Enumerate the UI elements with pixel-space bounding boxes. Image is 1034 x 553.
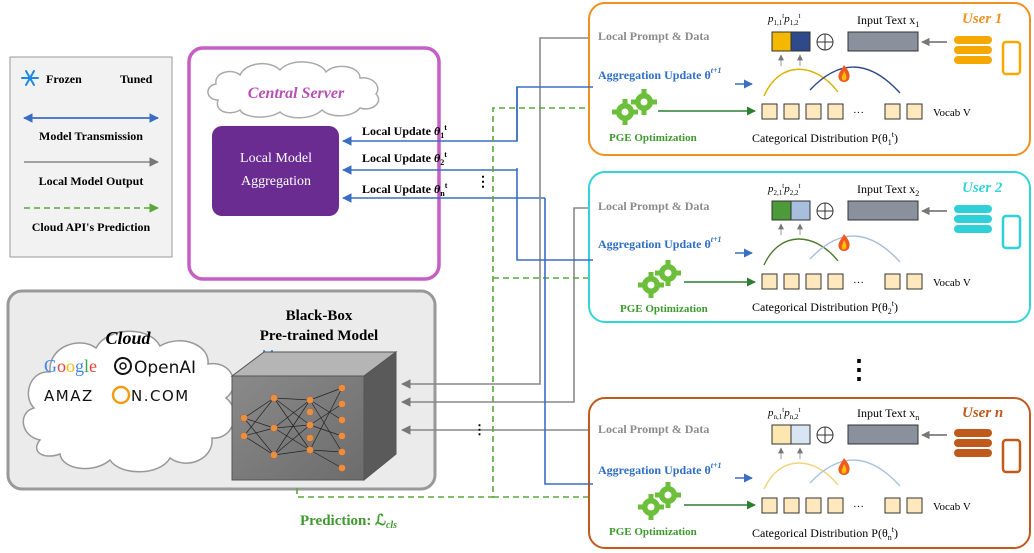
user-n-vocab-label: Vocab V — [933, 501, 971, 513]
user-n-name: User n — [962, 405, 1003, 421]
users-vertical-dots: ⋮ — [846, 355, 872, 384]
server-cloud-icon — [207, 61, 380, 119]
user-n-input-text: Input Text xn — [857, 406, 919, 422]
legend-frozen: Frozen — [46, 72, 82, 86]
user-2-curve-1 — [763, 238, 839, 266]
aggregation-line1: Local Model — [240, 151, 312, 166]
user-1-curve-1 — [763, 68, 839, 97]
user-2-pge-label: PGE Optimization — [620, 303, 708, 315]
user-n-input-bar — [847, 424, 919, 445]
local-update-2: Local Update θ2t — [362, 150, 447, 167]
user-n-pge-label: PGE Optimization — [609, 526, 697, 538]
user-1-name: User 1 — [962, 11, 1002, 27]
user-1-phone-icon — [1001, 40, 1022, 76]
user-1-local-prompt: Local Prompt & Data — [598, 29, 709, 43]
user-1-prompt-token-1 — [771, 31, 792, 52]
user-2-input-text: Input Text x2 — [857, 182, 919, 198]
user-2-input-bar — [847, 200, 919, 221]
user-1-pge-label: PGE Optimization — [609, 132, 697, 144]
svg-text:···: ··· — [853, 107, 864, 119]
user-n-curve-2 — [809, 459, 901, 487]
user-1-vocab-boxes — [761, 103, 923, 120]
user-2-prompt-token-2 — [790, 200, 811, 221]
prediction-label: Prediction: ℒcls — [300, 513, 397, 531]
local-update-n: Local Update θnt — [362, 181, 448, 198]
user-1-curve-2 — [809, 66, 901, 94]
svg-text:···: ··· — [853, 501, 864, 513]
user-1-prompt-token-2 — [790, 31, 811, 52]
user-1-categorical: Categorical Distribution P(θ1t) — [752, 130, 898, 147]
legend-cloud-prediction: Cloud API's Prediction — [32, 220, 151, 234]
svg-text:AMAZ: AMAZ — [44, 387, 94, 405]
user-n-local-prompt: Local Prompt & Data — [598, 422, 709, 436]
user-n-phone-icon — [1001, 438, 1022, 474]
local-output-arrows — [401, 37, 597, 435]
central-server-label: Central Server — [248, 85, 345, 102]
user-1-input-bar — [847, 31, 919, 52]
user-1-prompt-label: p1,1tp1,2t — [767, 12, 800, 27]
aggregation-update-arrows — [516, 86, 593, 485]
cloud-label: Cloud — [105, 328, 151, 348]
user-2-database-icon — [954, 205, 992, 233]
user-n-database-icon — [954, 429, 992, 457]
legend-model-transmission: Model Transmission — [39, 129, 143, 143]
user-n-categorical: Categorical Distribution P(θnt) — [752, 525, 898, 542]
google-logo: Google — [44, 356, 97, 376]
user-2-vocab-label: Vocab V — [933, 277, 971, 289]
user-n-vocab-boxes — [761, 497, 923, 514]
legend-local-model-output: Local Model Output — [39, 174, 144, 188]
user-n-curve-1 — [763, 462, 839, 490]
central-server-box: Central Server Local Model Aggregation — [187, 46, 441, 281]
user-1-aggregation-update: Aggregation Update θt+1 — [598, 66, 722, 82]
openai-logo: OpenAI — [114, 357, 196, 378]
user-2-name: User 2 — [962, 180, 1003, 196]
user-1-panel: Local Prompt & Data Aggregation Update θ… — [588, 2, 1031, 156]
aggregation-box — [212, 126, 339, 216]
user-2-vocab-boxes — [761, 273, 923, 290]
update-dots: ⋮ — [476, 175, 490, 190]
blackbox-title-1: Black-Box — [286, 308, 353, 324]
svg-text:Google: Google — [44, 356, 97, 376]
user-n-prompt-label: pn,1tpn,2t — [767, 406, 800, 421]
cloud-api-icon — [22, 330, 236, 473]
legend-box: Frozen Tuned Model Transmission Local Mo… — [9, 56, 173, 258]
legend-tuned: Tuned — [120, 72, 153, 86]
user-2-prompt-label: p2,1tp2,2t — [767, 182, 800, 197]
user-n-aggregation-update: Aggregation Update θt+1 — [598, 461, 722, 477]
user-n-panel: Local Prompt & Data Aggregation Update θ… — [588, 397, 1031, 549]
svg-text:N.COM: N.COM — [131, 387, 190, 405]
user-1-input-text: Input Text x1 — [857, 13, 919, 29]
prediction-arrows — [296, 103, 637, 502]
user-2-categorical: Categorical Distribution P(θ2t) — [752, 299, 898, 316]
blackbox-container: Cloud Google OpenAI AMAZ N.COM Black-Box… — [6, 289, 437, 491]
user-n-prompt-token-2 — [790, 424, 811, 445]
user-n-prompt-token-1 — [771, 424, 792, 445]
user-1-vocab-label: Vocab V — [933, 107, 971, 119]
model-cube — [230, 351, 398, 482]
user-2-phone-icon — [1001, 214, 1022, 250]
local-update-labels: Local Update θ1t Local Update θ2t Local … — [362, 123, 490, 198]
user-1-database-icon — [954, 36, 992, 64]
neural-net-icon — [243, 387, 343, 469]
user-2-local-prompt: Local Prompt & Data — [598, 199, 709, 213]
local-update-1: Local Update θ1t — [362, 123, 447, 140]
aggregation-line2: Aggregation — [241, 174, 311, 189]
user-2-curve-2 — [809, 235, 901, 263]
svg-text:OpenAI: OpenAI — [134, 358, 196, 378]
cube-input-dots: ⋮ — [473, 422, 486, 437]
svg-text:···: ··· — [853, 277, 864, 289]
amazon-logo: AMAZ N.COM — [44, 385, 190, 405]
user-2-panel: Local Prompt & Data Aggregation Update θ… — [588, 171, 1031, 323]
user-2-prompt-token-1 — [771, 200, 792, 221]
user-2-aggregation-update: Aggregation Update θt+1 — [598, 235, 722, 251]
blackbox-title-2: Pre-trained Model — [260, 328, 378, 344]
